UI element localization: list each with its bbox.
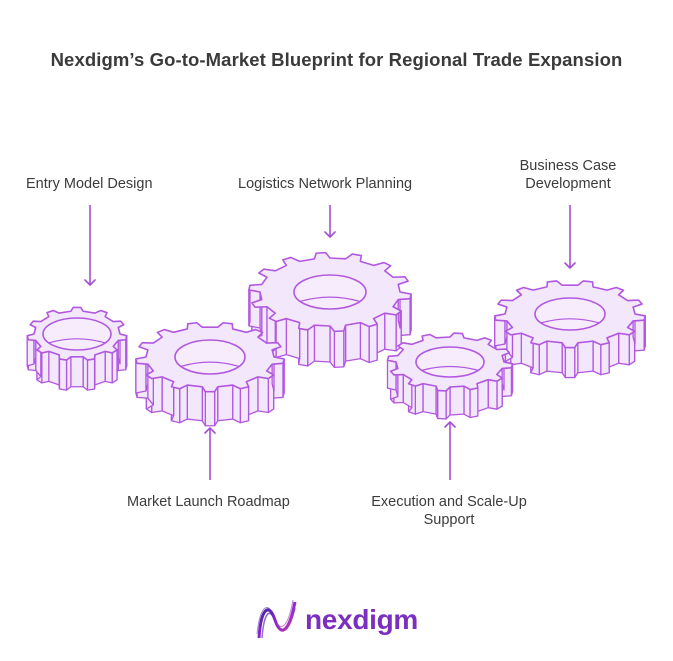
label-business-case-line1: Business Case [519,158,617,174]
gear-icon [135,321,285,427]
brand-name: nexdigm [305,604,419,635]
label-logistics: Logistics Network Planning [238,176,413,192]
label-execution: Execution and Scale-Up Support [370,493,528,529]
label-business-case: Business Case Development [508,157,628,193]
diagram-title: Nexdigm’s Go-to-Market Blueprint for Reg… [50,49,623,70]
brand-logo: nexdigm [255,598,418,642]
nexdigm-wave-logo-icon [256,599,297,639]
gear-icon [26,306,128,391]
gear-icon [493,280,647,379]
label-business-case-line2: Development [525,176,611,192]
gear-icon [248,251,412,369]
label-market-launch: Market Launch Roadmap [127,494,290,510]
label-execution-line2: Support [423,512,475,528]
gear-icon [386,332,514,420]
label-execution-line1: Execution and Scale-Up [371,494,527,510]
label-entry-model: Entry Model Design [26,176,153,192]
